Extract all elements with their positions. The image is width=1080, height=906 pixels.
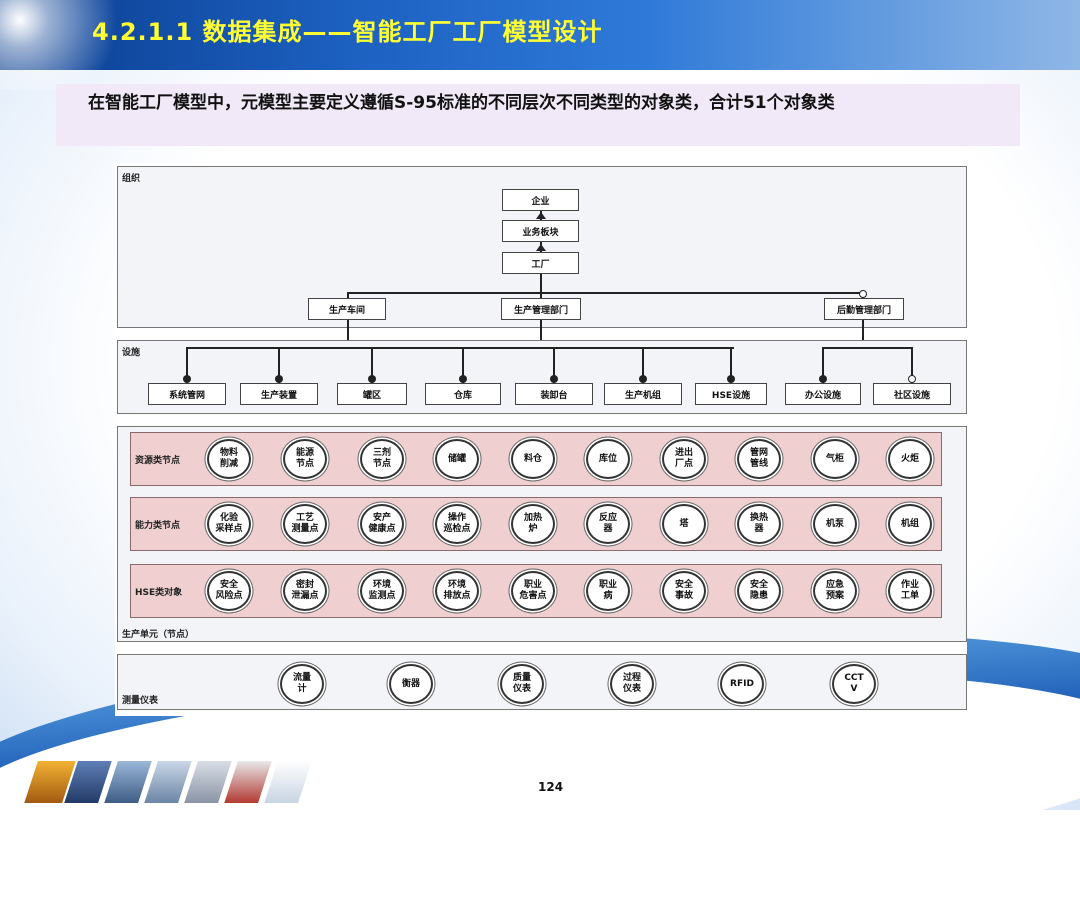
unit-node: 安全 事故: [662, 571, 706, 611]
header-flare: [0, 0, 140, 90]
unit-node: 换热 器: [737, 504, 781, 544]
instruments-section-label: 测量仪表: [122, 696, 159, 706]
facility-box: 装卸台: [515, 383, 593, 405]
facility-box: 办公设施: [785, 383, 861, 405]
unit-node: 环境 排放点: [435, 571, 479, 611]
connector: [540, 320, 542, 347]
unit-node: 气柜: [813, 439, 857, 479]
subtitle-box: 在智能工厂模型中，元模型主要定义遵循S-95标准的不同层次不同类型的对象类，合计…: [56, 84, 1020, 146]
instrument-node: RFID: [720, 664, 764, 704]
facility-box: 生产机组: [604, 383, 682, 405]
unit-node: 化验 采样点: [207, 504, 251, 544]
unit-node: 工艺 测量点: [283, 504, 327, 544]
page-number: 124: [538, 780, 564, 794]
connector-dot: [183, 375, 191, 383]
unit-node: 机组: [888, 504, 932, 544]
org-box-workshop: 生产车间: [308, 298, 386, 320]
factory-model-diagram: 组织 企业 业务板块 工厂 生产车间 生产管理部门 后勤管理部门 设施 系统管网…: [115, 164, 967, 716]
facility-box: 罐区: [337, 383, 407, 405]
unit-node: 能源 节点: [283, 439, 327, 479]
connector: [462, 347, 464, 383]
connector: [642, 347, 644, 383]
unit-node: 反应 器: [586, 504, 630, 544]
unit-node: 物料 削减: [207, 439, 251, 479]
resource-row-label: 资源类节点: [135, 456, 181, 466]
connector-dot: [275, 375, 283, 383]
connector-arrow: [536, 244, 546, 251]
connector-dot: [727, 375, 735, 383]
subtitle-text: 在智能工厂模型中，元模型主要定义遵循S-95标准的不同层次不同类型的对象类，合计…: [88, 93, 835, 113]
unit-node: 职业 危害点: [511, 571, 555, 611]
instrument-node: CCT V: [832, 664, 876, 704]
facilities-section-label: 设施: [122, 348, 141, 358]
unit-node: 三剂 节点: [360, 439, 404, 479]
connector: [823, 347, 912, 349]
unit-node: 库位: [586, 439, 630, 479]
connector-dot: [819, 375, 827, 383]
facility-box: 系统管网: [148, 383, 226, 405]
connector: [187, 347, 734, 349]
connector-dot: [908, 375, 916, 383]
unit-node: 塔: [662, 504, 706, 544]
instrument-node: 流量 计: [280, 664, 324, 704]
connector-open-dot: [859, 290, 867, 298]
unit-node: 安产 健康点: [360, 504, 404, 544]
unit-node: 职业 病: [586, 571, 630, 611]
org-box-logistics-mgmt: 后勤管理部门: [824, 298, 904, 320]
unit-node: 操作 巡检点: [435, 504, 479, 544]
unit-node: 密封 泄漏点: [283, 571, 327, 611]
connector: [540, 292, 542, 298]
unit-node: 作业 工单: [888, 571, 932, 611]
unit-node: 机泵: [813, 504, 857, 544]
connector-dot: [459, 375, 467, 383]
hse-row-label: HSE类对象: [135, 588, 183, 598]
connector: [347, 320, 349, 347]
org-box-factory: 工厂: [502, 252, 579, 274]
connector-arrow: [536, 212, 546, 219]
connector: [553, 347, 555, 383]
org-box-production-mgmt: 生产管理部门: [501, 298, 581, 320]
unit-node: 进出 厂点: [662, 439, 706, 479]
org-box-business-unit: 业务板块: [502, 220, 579, 242]
facility-box: 社区设施: [873, 383, 951, 405]
unit-node: 管网 管线: [737, 439, 781, 479]
facility-box: 仓库: [425, 383, 501, 405]
unit-node: 料仓: [511, 439, 555, 479]
connector-dot: [368, 375, 376, 383]
connector: [862, 320, 864, 347]
instrument-node: 过程 仪表: [610, 664, 654, 704]
unit-node: 安全 风险点: [207, 571, 251, 611]
facility-box: 生产装置: [240, 383, 318, 405]
unit-node: 火炬: [888, 439, 932, 479]
connector: [730, 347, 732, 383]
org-section-label: 组织: [122, 174, 141, 184]
instrument-node: 衡器: [389, 664, 433, 704]
unit-node: 储罐: [435, 439, 479, 479]
unit-node: 加热 炉: [511, 504, 555, 544]
connector: [540, 274, 542, 292]
connector: [371, 347, 373, 383]
facility-box: HSE设施: [695, 383, 767, 405]
connector: [347, 292, 863, 294]
production-units-label: 生产单元（节点）: [122, 630, 195, 640]
capability-row-label: 能力类节点: [135, 521, 181, 531]
connector: [822, 347, 824, 383]
connector: [278, 347, 280, 383]
connector: [347, 292, 349, 298]
unit-node: 环境 监测点: [360, 571, 404, 611]
connector: [911, 347, 913, 383]
slide-title: 4.2.1.1 数据集成——智能工厂工厂模型设计: [92, 18, 603, 46]
instrument-node: 质量 仪表: [500, 664, 544, 704]
org-box-enterprise: 企业: [502, 189, 579, 211]
unit-node: 安全 隐患: [737, 571, 781, 611]
unit-node: 应急 预案: [813, 571, 857, 611]
connector-dot: [639, 375, 647, 383]
connector-dot: [550, 375, 558, 383]
connector: [186, 347, 188, 383]
header-band: [0, 0, 1080, 70]
